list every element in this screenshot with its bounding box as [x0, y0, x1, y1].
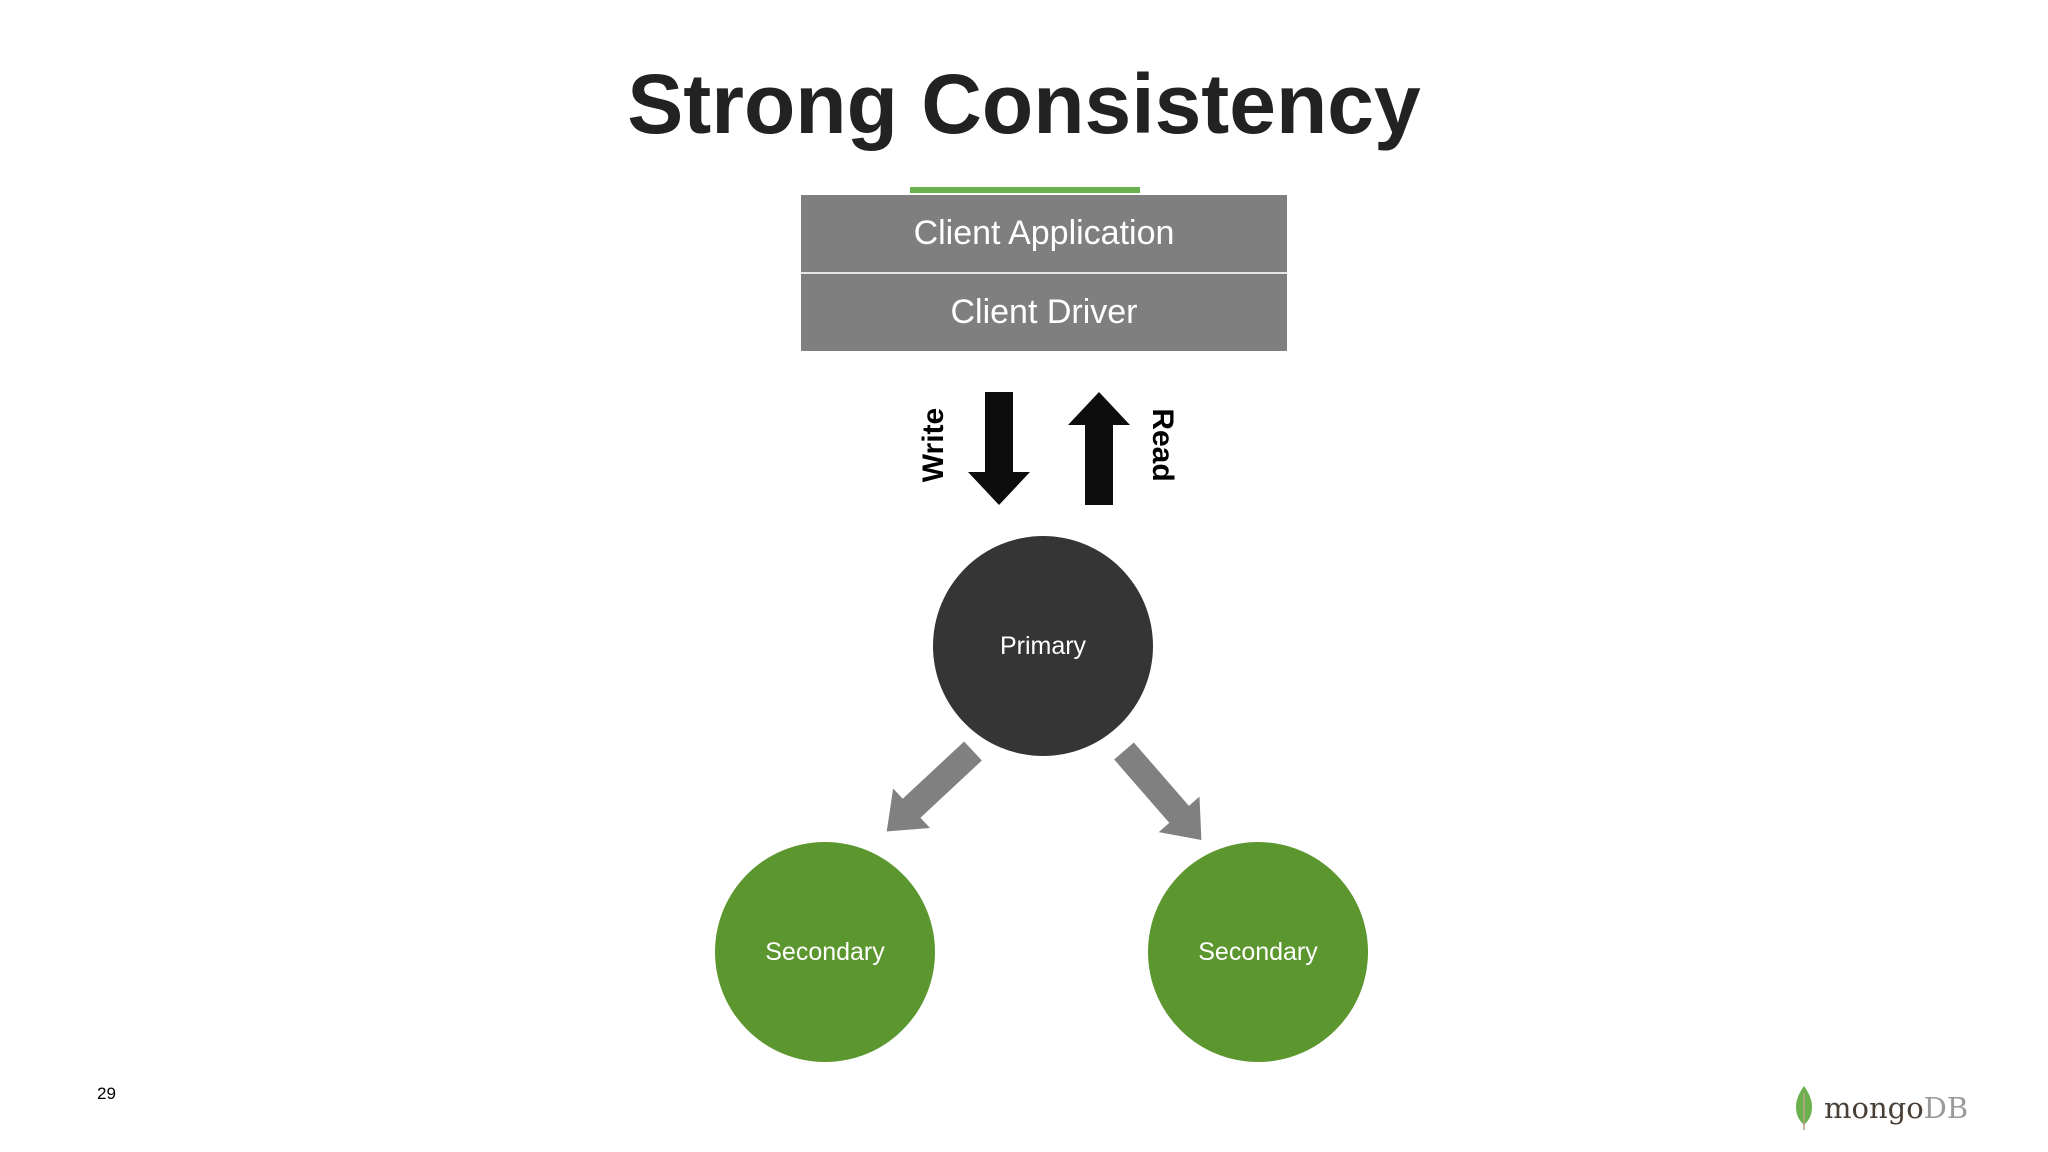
- client-box-divider: [801, 272, 1287, 274]
- secondary-node-left: Secondary: [715, 842, 935, 1062]
- client-application-label: Client Application: [913, 214, 1175, 252]
- client-driver-label: Client Driver: [950, 293, 1138, 331]
- title-accent-bar: [910, 187, 1140, 193]
- client-driver-box: Client Driver: [801, 274, 1287, 351]
- read-label: Read: [1146, 408, 1179, 482]
- write-label: Write: [917, 407, 950, 483]
- secondary-node-right-label: Secondary: [1198, 937, 1318, 966]
- slide-number: 29: [97, 1084, 116, 1103]
- primary-node: Primary: [933, 536, 1153, 756]
- read-arrow: [1068, 392, 1130, 505]
- secondary-node-right: Secondary: [1148, 842, 1368, 1062]
- slide-title: Strong Consistency: [627, 57, 1421, 151]
- mongodb-logo: mongo DB: [1792, 1083, 1968, 1133]
- replication-arrow-left: [886, 741, 982, 832]
- secondary-node-left-label: Secondary: [765, 937, 885, 966]
- write-arrow: [968, 392, 1030, 505]
- logo-mongo-text: mongo: [1824, 1091, 1924, 1125]
- primary-node-label: Primary: [999, 631, 1087, 660]
- leaf-icon: [1796, 1086, 1812, 1130]
- logo-db-text: DB: [1923, 1091, 1969, 1125]
- client-application-box: Client Application: [801, 195, 1287, 272]
- replication-arrow-right: [1114, 742, 1202, 841]
